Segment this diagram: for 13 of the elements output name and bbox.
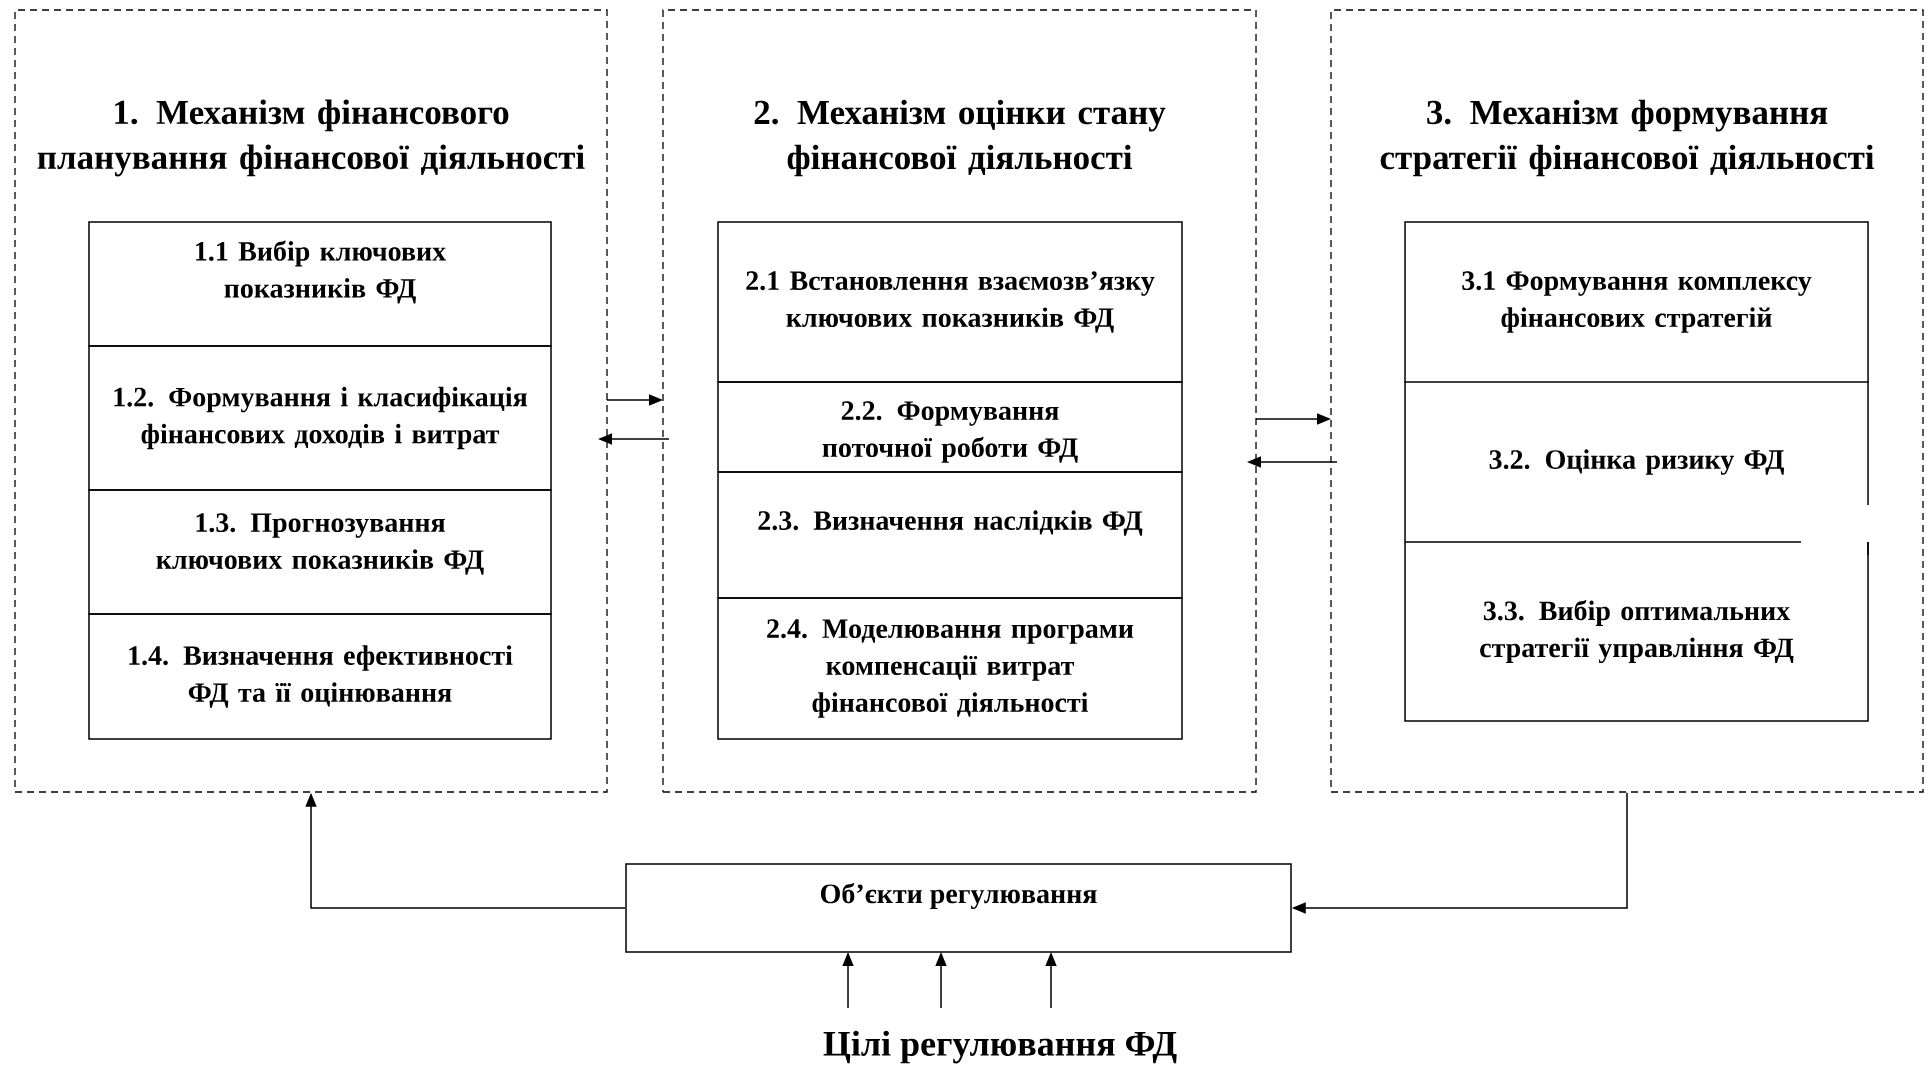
step-box: 1.4. Визначення ефективності ФД та її оцінювання: [88, 613, 552, 740]
step-box: 1.2. Формування і класифікація фінансових доходів і витрат: [88, 345, 552, 491]
step-box: 2.1 Встановлення взаємозв’язку ключових показників ФД: [717, 221, 1183, 383]
step-box: 1.3. Прогнозування ключових показників ФД: [88, 489, 552, 615]
step-box: 2.3. Визначення наслідків ФД: [717, 471, 1183, 599]
step-box: 3.3. Вибір оптимальних стратегії управління ФД: [1404, 541, 1869, 722]
step-box: 3.2. Оцінка ризику ФД: [1404, 381, 1869, 556]
step-box: 3.1 Формування комплексу фінансових стратегій: [1404, 221, 1869, 383]
step-box: 2.4. Моделювання програми компенсації витрат фінансової діяльності: [717, 597, 1183, 740]
object-box: Об’єкти регулювання: [625, 863, 1292, 953]
step-box: 2.2. Формування поточної роботи ФД: [717, 381, 1183, 473]
goal-label: Цілі регулювання ФД: [823, 1030, 1177, 1064]
step-box: 1.1 Вибір ключових показників ФД: [88, 221, 552, 347]
